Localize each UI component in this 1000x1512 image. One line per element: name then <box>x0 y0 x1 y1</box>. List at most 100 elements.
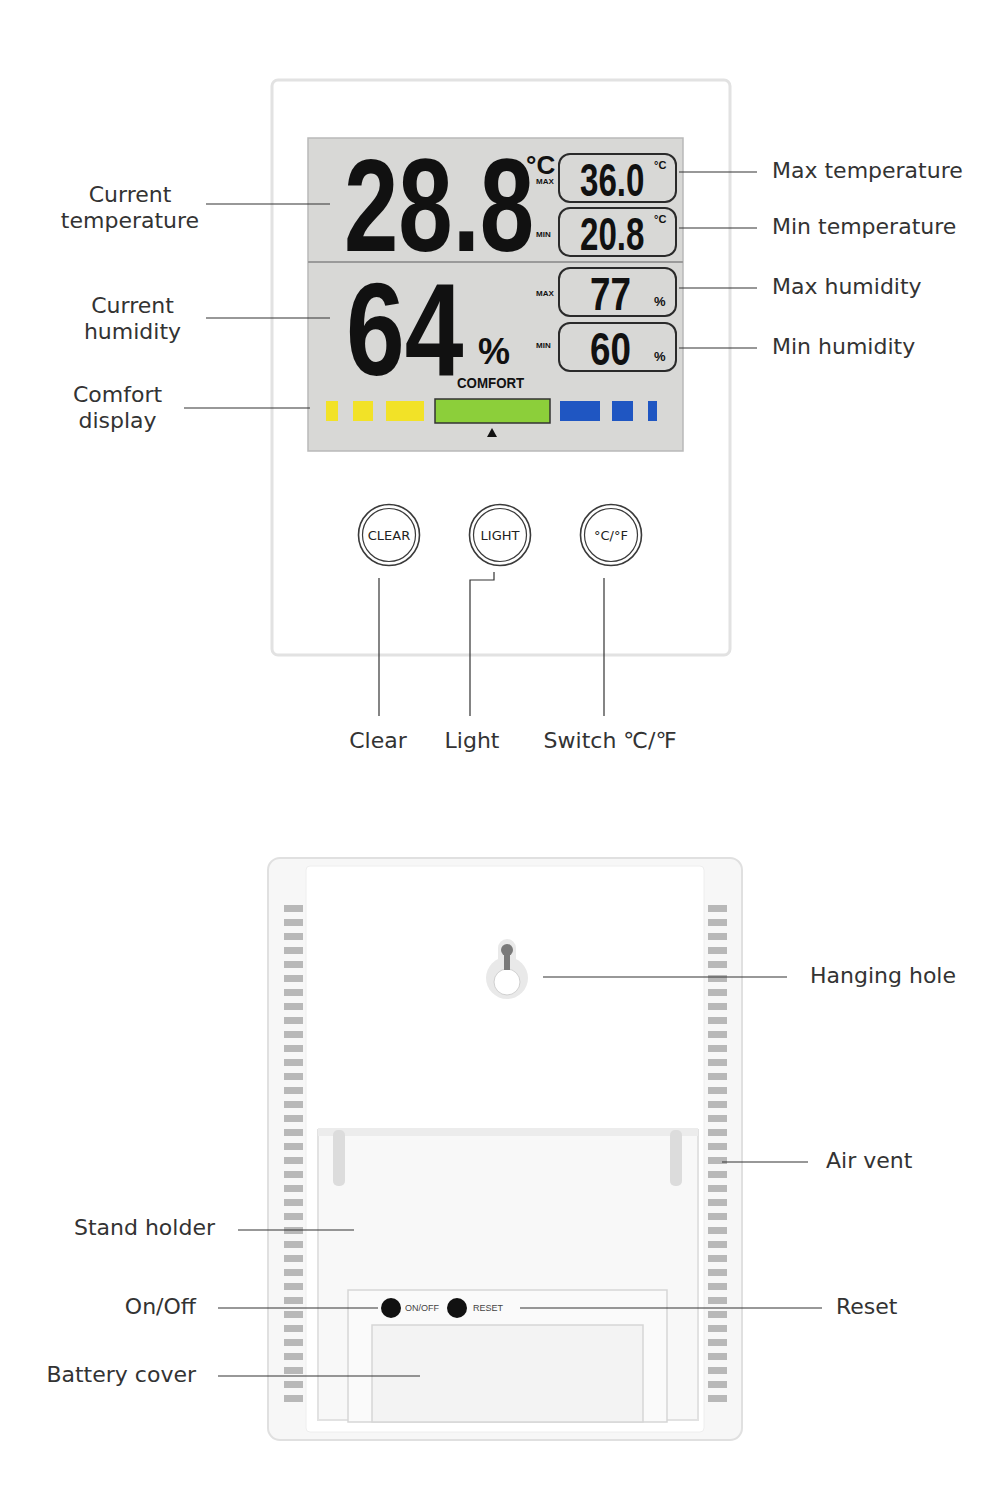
vent-slat <box>284 1381 303 1388</box>
callout-label: Reset <box>836 1294 897 1320</box>
vent-slat <box>284 1031 303 1038</box>
vent-slat <box>284 1101 303 1108</box>
lcd-text: 64 <box>346 264 463 396</box>
lcd-text: MIN <box>536 231 551 239</box>
vent-slat <box>708 1395 727 1402</box>
vent-slat <box>284 1157 303 1164</box>
vent-slat <box>284 989 303 996</box>
vent-slat <box>284 905 303 912</box>
ring-line <box>359 505 420 566</box>
vent-slat <box>284 1297 303 1304</box>
callout-label: On/Off <box>125 1294 196 1320</box>
vent-slat <box>708 1199 727 1206</box>
ring-line <box>470 505 531 566</box>
vent-slat <box>708 1367 727 1374</box>
callout-label: Clear <box>349 728 407 754</box>
vent-slat <box>284 1269 303 1276</box>
callout-label: Min humidity <box>772 334 915 360</box>
vent-slat <box>708 919 727 926</box>
callout-label: Switch ℃/℉ <box>544 728 677 754</box>
vent-slat <box>708 1101 727 1108</box>
push-button: °C/°F <box>579 503 643 567</box>
lcd-text: MAX <box>536 178 554 186</box>
callout-label: Hanging hole <box>810 963 956 989</box>
vent-slat <box>284 1283 303 1290</box>
vent-slat <box>284 975 303 982</box>
vent-slat <box>284 1199 303 1206</box>
vent-slat <box>708 1297 727 1304</box>
vent-slat <box>284 1115 303 1122</box>
leader-lines <box>218 977 822 1376</box>
lcd-text: % <box>654 350 666 363</box>
vent-slat <box>284 1339 303 1346</box>
ring-line <box>585 509 638 562</box>
back-housing <box>268 858 742 1440</box>
vent-slat <box>708 933 727 940</box>
vent-slat <box>708 1185 727 1192</box>
vent-slat <box>708 1227 727 1234</box>
lcd-text: % <box>478 334 510 370</box>
vent-slat <box>284 1045 303 1052</box>
lcd-screen: 28.8°C64%COMFORTMAXMINMAXMIN36.0°C20.8°C… <box>308 138 683 451</box>
lcd-text: °C <box>654 214 666 225</box>
vent-slat <box>708 1353 727 1360</box>
vent-slat <box>284 1059 303 1066</box>
vent-slat <box>708 905 727 912</box>
reading-box: 77% <box>558 267 677 317</box>
vent-slat <box>708 1325 727 1332</box>
vent-slat <box>708 1059 727 1066</box>
vent-slat <box>284 1087 303 1094</box>
ring-line <box>581 505 642 566</box>
lcd-panel <box>308 138 683 451</box>
vent-slat <box>284 1255 303 1262</box>
vent-slat <box>708 1087 727 1094</box>
lcd-text: 36.0 <box>580 157 644 203</box>
vent-slat <box>284 1353 303 1360</box>
vent-slat <box>284 1073 303 1080</box>
button-label: CLEAR <box>368 528 410 543</box>
vent-slat <box>708 1045 727 1052</box>
vent-slat <box>284 1185 303 1192</box>
button-label: LIGHT <box>481 528 520 543</box>
vent-slat <box>284 1003 303 1010</box>
vent-slat <box>708 1073 727 1080</box>
vent-slat <box>284 961 303 968</box>
vent-slat <box>708 961 727 968</box>
vent-slat <box>284 1143 303 1150</box>
callout-label: Air vent <box>826 1148 912 1174</box>
reading-box: 60% <box>558 322 677 372</box>
vent-slat <box>708 1129 727 1136</box>
callout-label: Max humidity <box>772 274 922 300</box>
vent-slat <box>284 947 303 954</box>
vent-slat <box>284 919 303 926</box>
vent-slat <box>708 1241 727 1248</box>
callout-label: Comfort display <box>50 382 185 435</box>
vent-slat <box>708 1115 727 1122</box>
lcd-text: 77 <box>590 271 631 317</box>
back-panel <box>306 866 704 1432</box>
button-label: °C/°F <box>594 528 628 543</box>
lcd-text: MAX <box>536 290 554 298</box>
vent-slat <box>708 1269 727 1276</box>
vent-slat <box>708 1031 727 1038</box>
vent-slat <box>708 1339 727 1346</box>
callout-label: Stand holder <box>74 1215 215 1241</box>
vent-slat <box>708 975 727 982</box>
callout-label: Current temperature <box>55 182 205 235</box>
vent-slat <box>284 1325 303 1332</box>
vent-slat <box>284 1171 303 1178</box>
vent-slat <box>708 1311 727 1318</box>
lcd-text: 60 <box>590 326 631 372</box>
panel-marking: RESET <box>473 1303 503 1314</box>
panel-marking: ON/OFF <box>405 1303 439 1314</box>
push-button: LIGHT <box>468 503 532 567</box>
vent-slat <box>708 947 727 954</box>
lcd-text: °C <box>526 152 555 178</box>
vent-slat <box>284 1241 303 1248</box>
reading-box: 20.8°C <box>558 207 677 257</box>
comfort-bar <box>326 399 657 437</box>
vent-slat <box>708 1171 727 1178</box>
vent-slat <box>708 1017 727 1024</box>
callout-label: Battery cover <box>46 1362 196 1388</box>
